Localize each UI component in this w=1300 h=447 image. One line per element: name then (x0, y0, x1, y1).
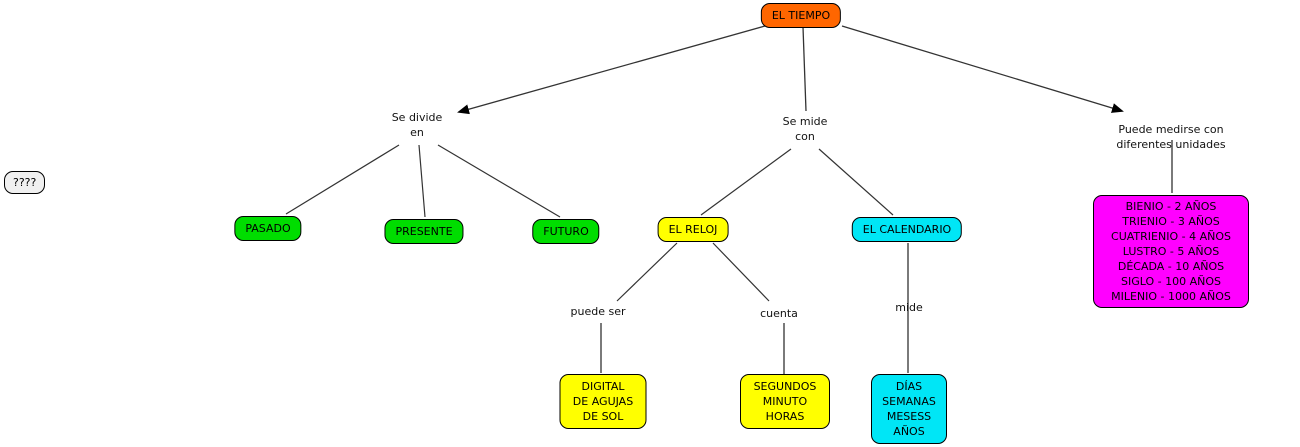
link-puede-ser[interactable]: puede ser (570, 305, 626, 318)
node-futuro[interactable]: FUTURO (532, 219, 600, 244)
node-dias-semanas-meses[interactable]: DÍAS SEMANAS MESESS AÑOS (871, 374, 947, 444)
line-root-to-unidades (841, 25, 1124, 113)
link-se-mide-con[interactable]: Se mide con (782, 115, 828, 143)
link-mide[interactable]: mide (895, 301, 923, 314)
line-root-to-mide-con (802, 26, 807, 112)
node-unidades-de-tiempo[interactable]: BIENIO - 2 AÑOS TRIENIO - 3 AÑOS CUATRIE… (1093, 195, 1249, 308)
node-segundos-minuto-horas[interactable]: SEGUNDOS MINUTO HORAS (740, 374, 830, 429)
line-reloj-to-cuenta (712, 242, 770, 302)
link-puede-medirse-unidades[interactable]: Puede medirse con diferentes unidades (1116, 123, 1226, 151)
line-midecon-to-calendario (818, 148, 894, 216)
line-reloj-to-puedeser (616, 242, 678, 302)
node-tipos-de-reloj[interactable]: DIGITAL DE AGUJAS DE SOL (559, 374, 647, 429)
line-midecon-to-reloj (700, 148, 792, 216)
node-unknown[interactable]: ???? (4, 171, 46, 194)
line-root-to-divide (457, 25, 766, 115)
link-cuenta[interactable]: cuenta (760, 307, 798, 320)
node-el-reloj[interactable]: EL RELOJ (657, 217, 729, 242)
node-el-calendario[interactable]: EL CALENDARIO (851, 217, 963, 242)
node-pasado[interactable]: PASADO (234, 216, 302, 241)
line-divide-to-pasado (285, 144, 400, 215)
node-presente[interactable]: PRESENTE (384, 219, 464, 244)
link-se-divide-en[interactable]: Se divide en (391, 111, 443, 139)
line-divide-to-presente (418, 144, 426, 218)
line-divide-to-futuro (437, 144, 561, 218)
node-el-tiempo[interactable]: EL TIEMPO (760, 3, 842, 28)
